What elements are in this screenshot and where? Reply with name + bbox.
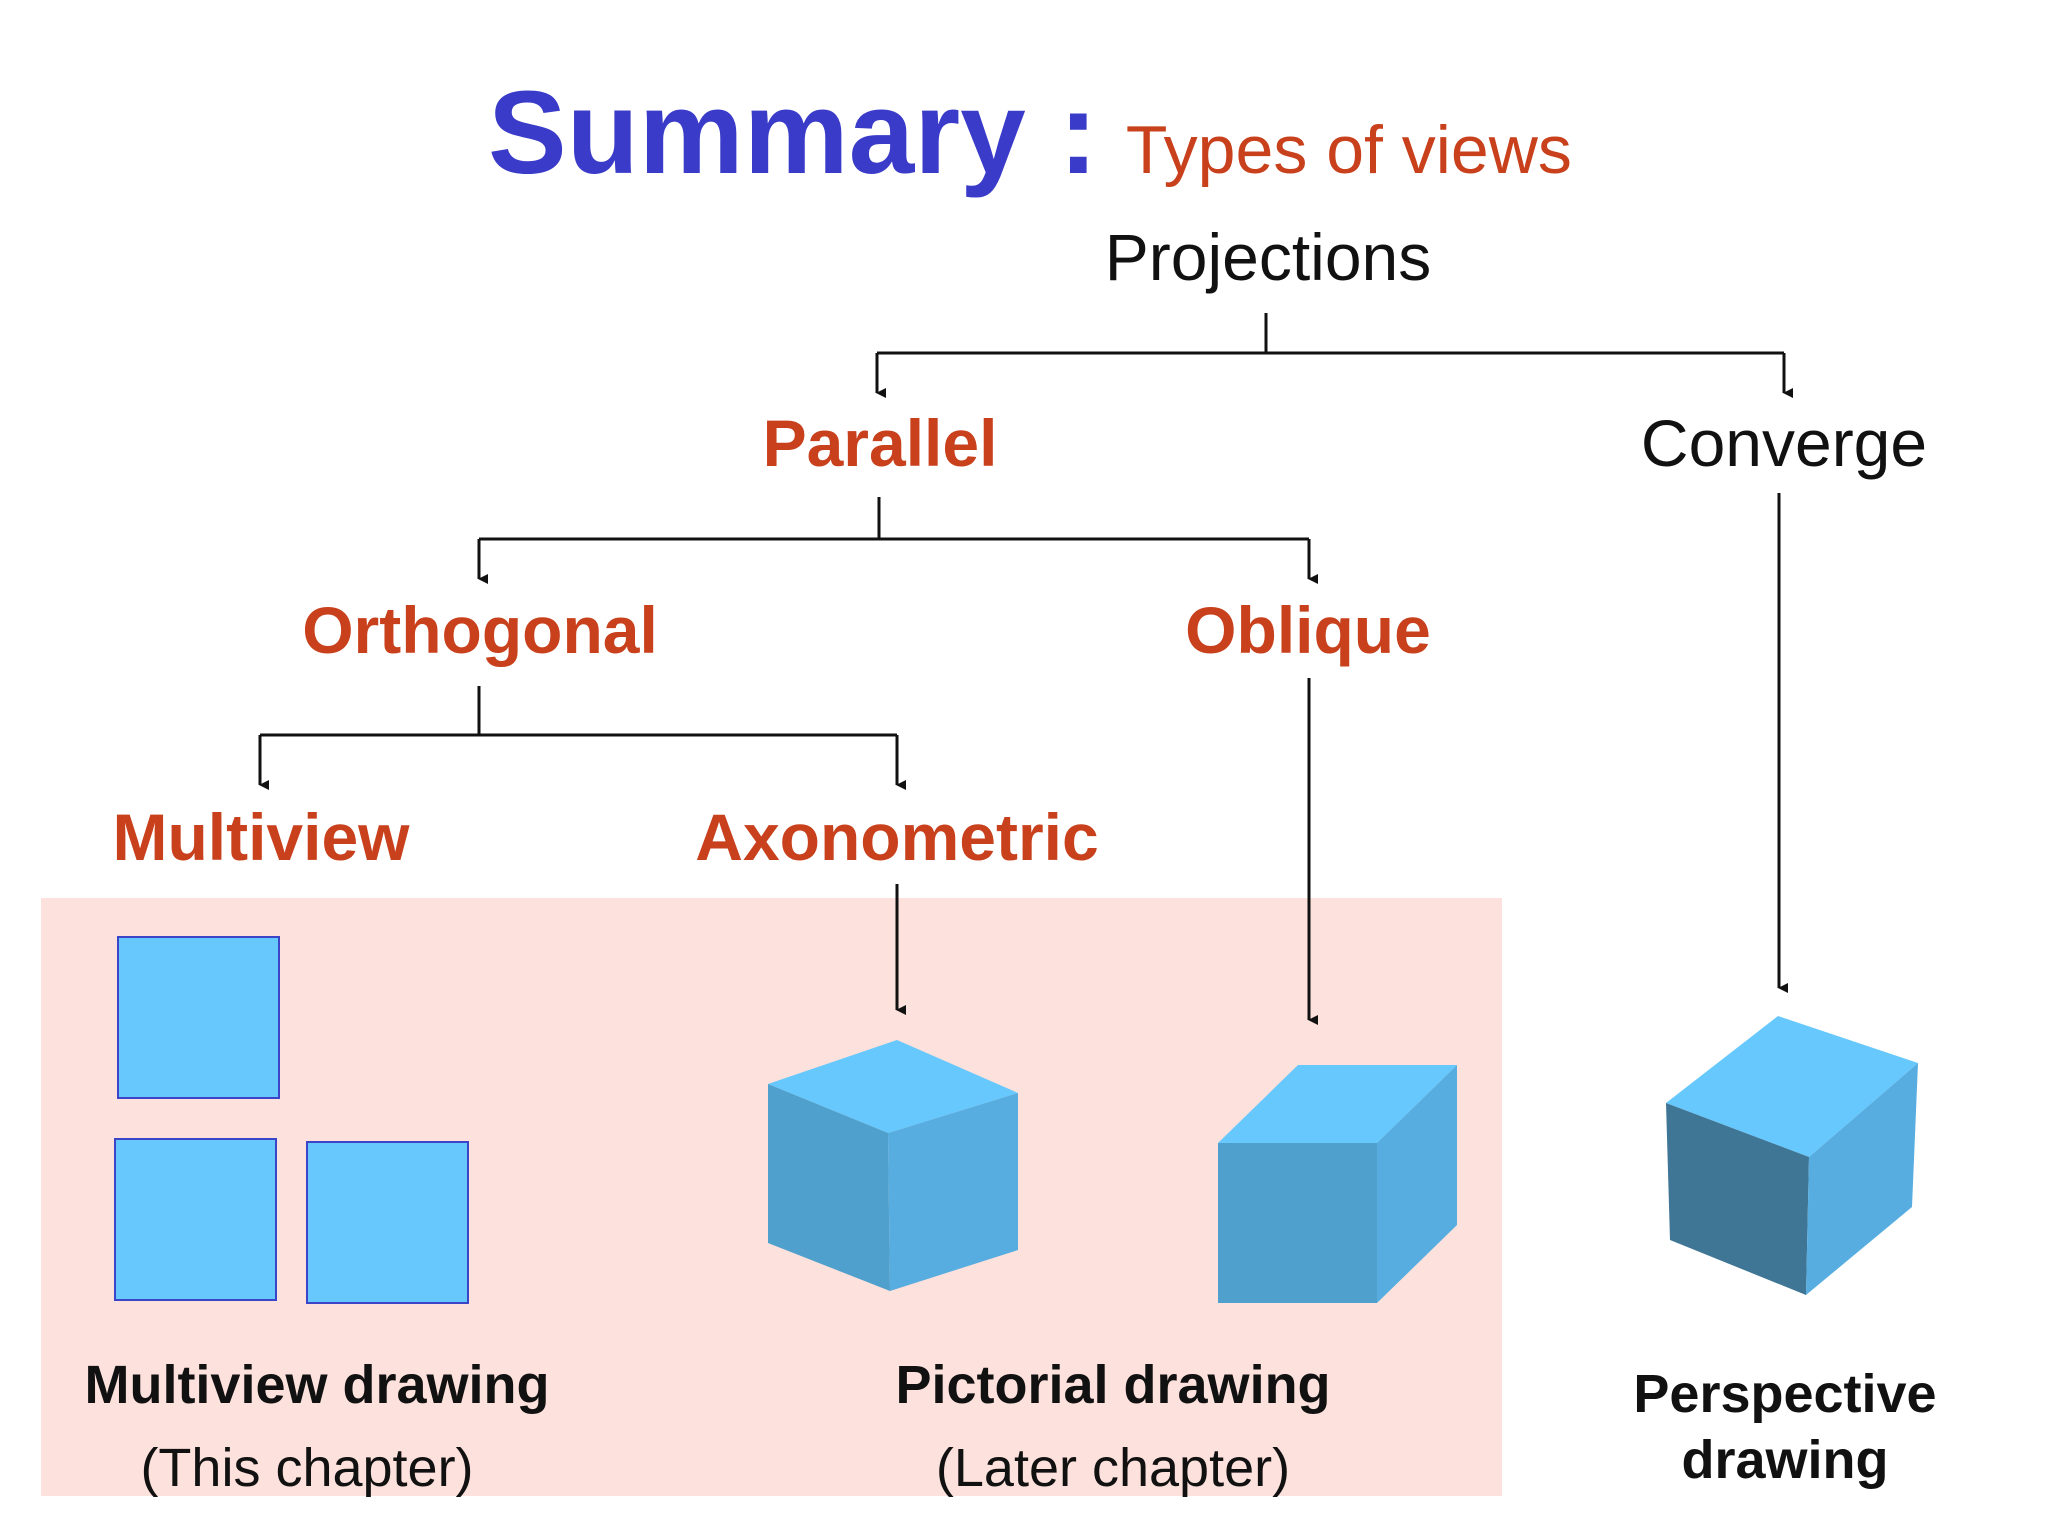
node-parallel: Parallel bbox=[762, 406, 998, 480]
multiview-front-square bbox=[114, 1138, 277, 1301]
node-orthogonal: Orthogonal bbox=[302, 593, 658, 667]
node-axonometric: Axonometric bbox=[695, 800, 1099, 874]
multiview-top-square bbox=[117, 936, 280, 1099]
node-converge: Converge bbox=[1640, 406, 1928, 480]
page-title: Summary :Types of views bbox=[488, 74, 1572, 192]
pictorial-drawing-note: (Later chapter) bbox=[935, 1438, 1291, 1498]
connector-parallel bbox=[479, 497, 1309, 541]
title-subtitle: Types of views bbox=[1125, 112, 1572, 188]
multiview-drawing-label: Multiview drawing bbox=[84, 1355, 550, 1415]
connector-orthogonal bbox=[260, 686, 897, 737]
perspective-drawing-label: Perspective drawing bbox=[1633, 1364, 1937, 1490]
multiview-drawing-note: (This chapter) bbox=[140, 1438, 474, 1498]
oblique-cube-image bbox=[1218, 1065, 1457, 1303]
connector-projections bbox=[877, 313, 1784, 355]
node-multiview: Multiview bbox=[112, 800, 410, 874]
isometric-cube-image bbox=[768, 1040, 1018, 1291]
node-oblique: Oblique bbox=[1185, 593, 1431, 667]
node-projections: Projections bbox=[1104, 220, 1432, 294]
multiview-side-square bbox=[306, 1141, 469, 1304]
pictorial-drawing-label: Pictorial drawing bbox=[895, 1355, 1331, 1415]
title-main: Summary : bbox=[488, 67, 1098, 199]
perspective-cube-image bbox=[1666, 1016, 1918, 1295]
